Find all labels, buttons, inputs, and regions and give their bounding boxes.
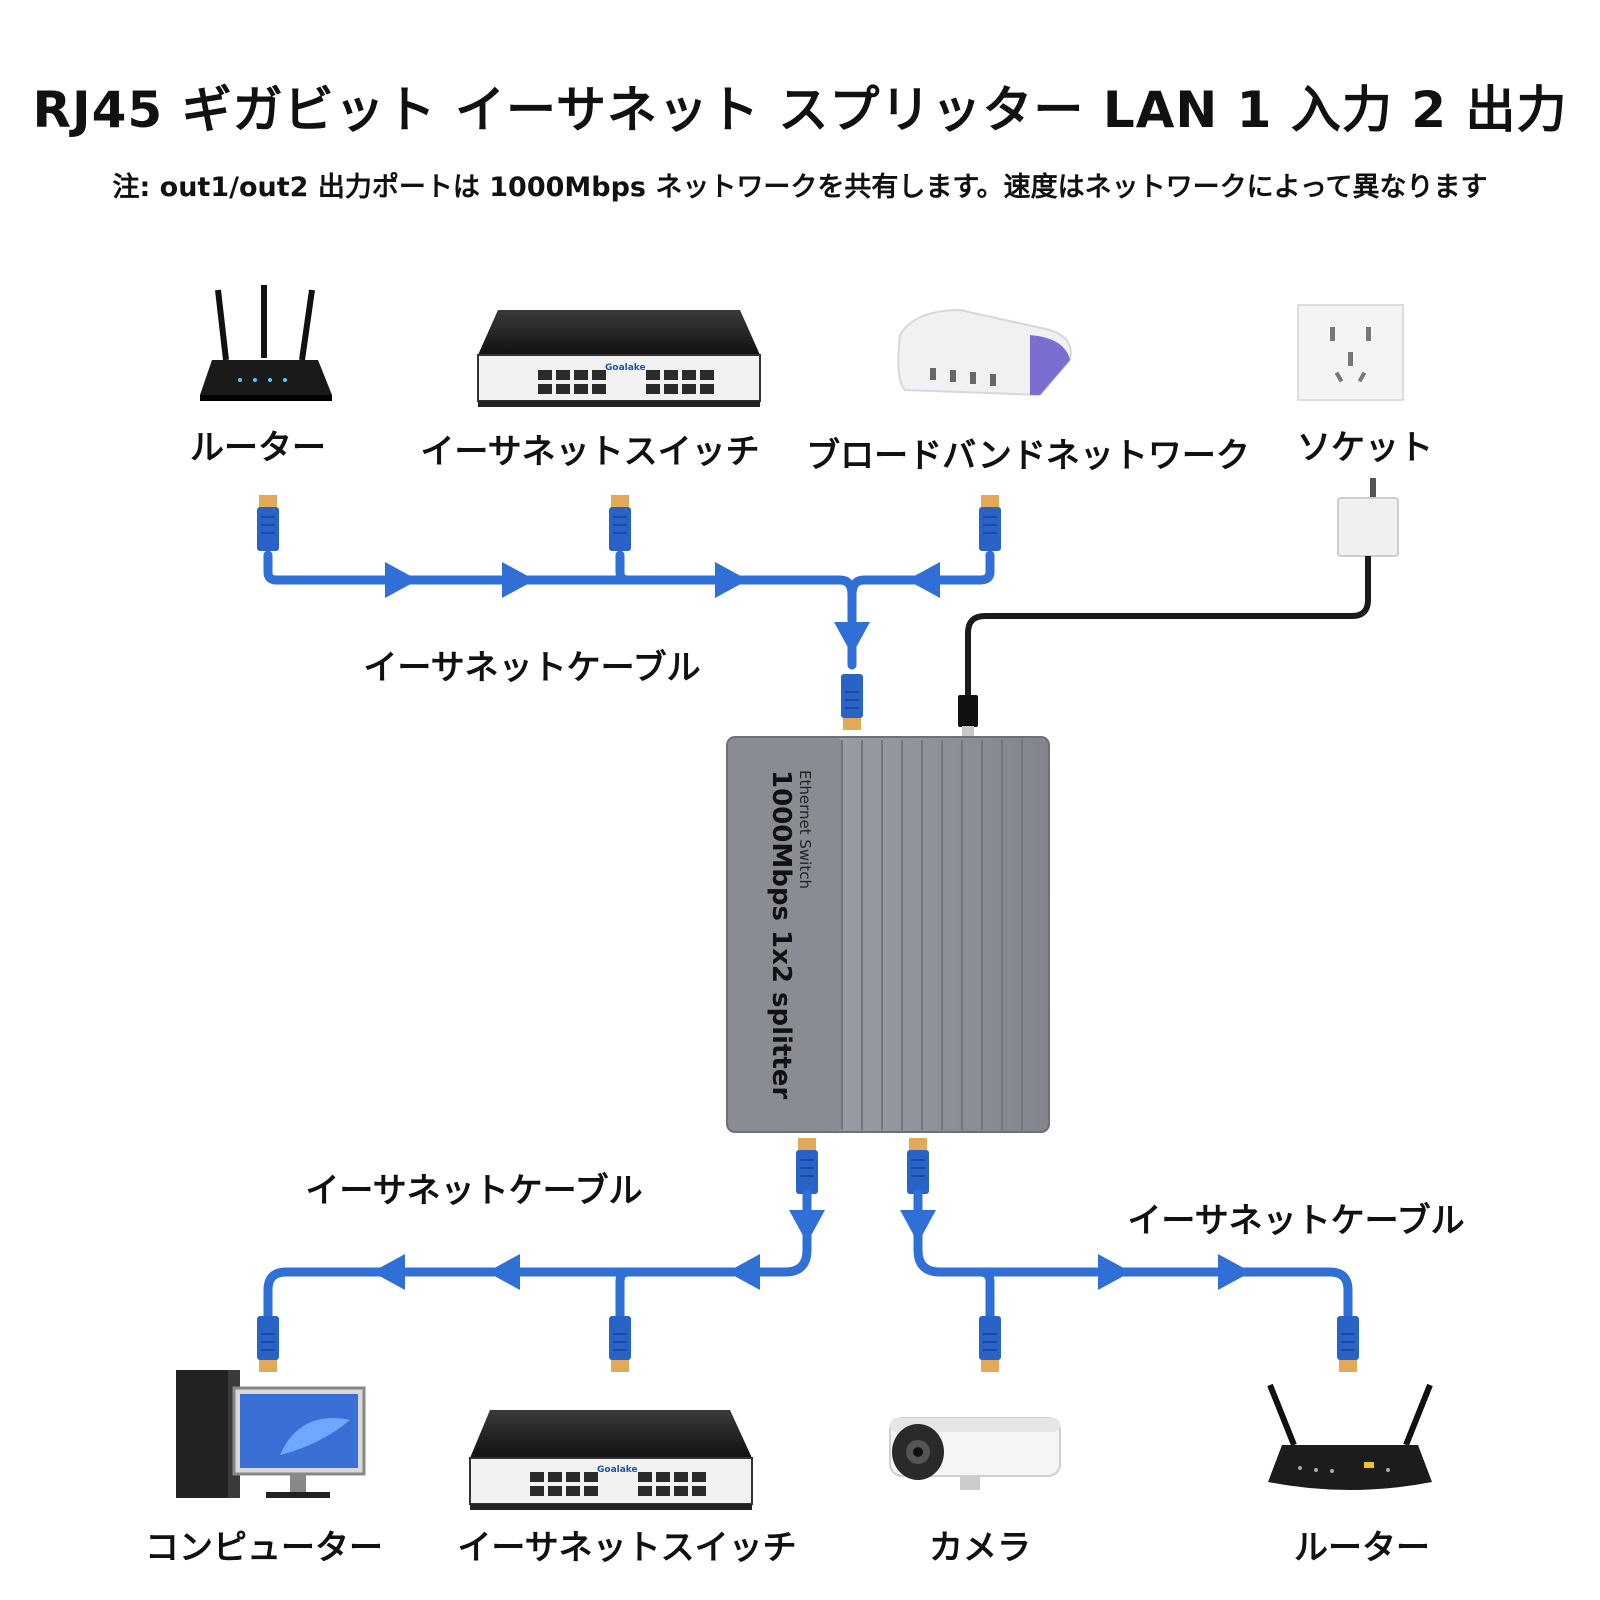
arrow-right [715, 562, 748, 598]
out-router-cable-plug [1336, 1315, 1360, 1373]
camera-cable-plug [978, 1315, 1002, 1373]
socket-icon [1297, 304, 1404, 401]
input-flow-arrows [385, 562, 940, 655]
switch-cable-plug [608, 494, 632, 552]
arrow-down [789, 1210, 825, 1243]
out1-device-plug [795, 1137, 819, 1195]
arrow-down [900, 1210, 936, 1243]
power-adapter-icon [1337, 478, 1399, 557]
label-out1-cable: イーサネットケーブル [305, 1171, 643, 1211]
arrow-right [502, 562, 535, 598]
device-label-line1: Ethernet Switch [796, 770, 814, 889]
router-cable-plug [256, 494, 280, 552]
arrow-right [1098, 1254, 1131, 1290]
page-title: RJ45 ギガビット イーサネット スプリッター LAN 1 入力 2 出力 [32, 81, 1568, 139]
out-switch-cable-plug [608, 1315, 632, 1373]
input-broadband-icon [897, 308, 1072, 397]
output-cables [263, 1189, 1353, 1325]
label-input-cable: イーサネットケーブル [363, 648, 701, 688]
label-output-computer: コンピューター [145, 1528, 383, 1568]
label-output-switch: イーサネットスイッチ [457, 1528, 797, 1568]
input-switch-icon: Goalake [477, 310, 761, 407]
power-cable [965, 556, 1371, 700]
switch-brand-text: Goalake [605, 363, 646, 373]
broadband-cable-plug [978, 494, 1002, 552]
computer-cable-plug [256, 1315, 280, 1373]
power-plug-tip [962, 726, 974, 736]
arrow-left [727, 1254, 760, 1290]
label-output-router: ルーター [1294, 1528, 1430, 1568]
arrow-down [834, 622, 870, 655]
arrow-right [1218, 1254, 1251, 1290]
label-output-camera: カメラ [929, 1528, 1031, 1568]
label-input-broadband: ブロードバンドネットワーク [806, 436, 1250, 476]
computer-icon [176, 1370, 366, 1498]
label-input-router: ルーター [190, 428, 326, 468]
power-plug [958, 695, 978, 727]
input-router-icon [200, 285, 332, 401]
arrow-left [907, 562, 940, 598]
note-text: 注: out1/out2 出力ポートは 1000Mbps ネットワークを共有しま… [112, 172, 1488, 203]
output-switch-icon: Goalake [469, 1410, 753, 1510]
label-socket: ソケット [1297, 428, 1433, 468]
device-label-line2: 1000Mbps 1x2 splitter [766, 770, 796, 1099]
arrow-left [372, 1254, 405, 1290]
output-flow-arrows [372, 1210, 1251, 1290]
device-input-plug [840, 673, 864, 731]
splitter-device: Ethernet Switch 1000Mbps 1x2 splitter [726, 736, 1050, 1133]
camera-icon [889, 1417, 1061, 1490]
out2-device-plug [906, 1137, 930, 1195]
output-router-icon [1267, 1383, 1433, 1490]
switch-brand-text: Goalake [597, 1465, 638, 1475]
label-out2-cable: イーサネットケーブル [1127, 1201, 1465, 1241]
arrow-left [487, 1254, 520, 1290]
label-input-switch: イーサネットスイッチ [420, 432, 760, 472]
input-cables [263, 550, 995, 670]
arrow-right [385, 562, 418, 598]
